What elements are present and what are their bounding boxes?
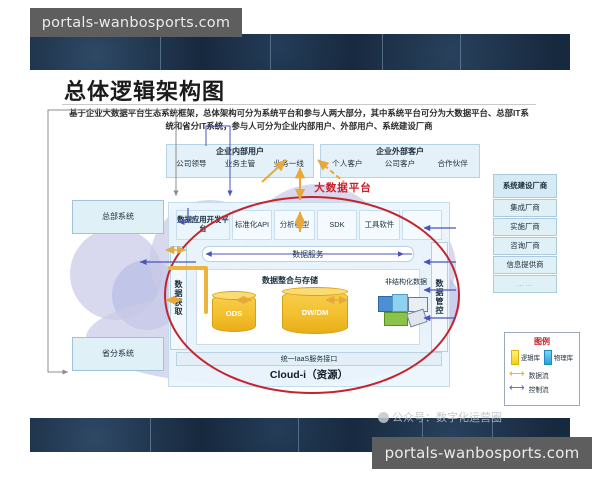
- footer-banner-image: [30, 418, 570, 452]
- appcell-standard-api[interactable]: 标准化API: [231, 210, 273, 240]
- vendor-item-more[interactable]: ……: [493, 275, 557, 293]
- appcell-tool-software[interactable]: 工具软件: [359, 210, 400, 240]
- cylinder-dw-dm-label: DW/DM: [282, 290, 348, 334]
- cylinder-dw-dm-top: [282, 287, 348, 296]
- bar-data-acquisition[interactable]: 数据获取: [170, 246, 187, 350]
- external-member[interactable]: 个人客户: [332, 159, 363, 168]
- legend-row-control-flow: ⟷ 控制流: [509, 383, 575, 394]
- faint-watermark-text: 公众号：数字化运营圈: [392, 412, 502, 424]
- legend-label: 物理库: [553, 355, 574, 362]
- cylinder-dw-dm[interactable]: DW/DM: [282, 287, 348, 334]
- appcell-analysis-model[interactable]: 分析模型: [274, 210, 315, 240]
- external-member[interactable]: 合作伙伴: [437, 159, 468, 168]
- page-description: 基于企业大数据平台生态系统框架，总体架构可分为系统平台和参与人两大部分，其中系统…: [69, 108, 529, 132]
- media-icon: [384, 312, 408, 326]
- group-internal-members: 公司领导 业务主管 业务一线: [167, 157, 313, 168]
- box-province-system[interactable]: 省分系统: [72, 337, 164, 371]
- vendor-item-implementation[interactable]: 实施厂商: [493, 218, 557, 236]
- appcell-sdk[interactable]: SDK: [316, 210, 358, 240]
- legend-label: 逻辑库: [520, 355, 541, 362]
- external-member[interactable]: 公司客户: [384, 159, 416, 168]
- unstructured-data-icon: [374, 292, 436, 332]
- group-external-customers[interactable]: 企业外部客户 个人客户 公司客户 合作伙伴: [320, 144, 480, 178]
- legend-swatch-logical-db: 逻辑库: [510, 350, 541, 365]
- appcell-data-app-dev-platform[interactable]: 数据应用开发平台: [176, 210, 230, 240]
- vendor-item-consulting[interactable]: 咨询厂商: [493, 237, 557, 255]
- legend-swatch-physical-db: 物理库: [543, 350, 574, 365]
- document-icon: [392, 294, 408, 312]
- bar-data-governance[interactable]: 数据管控: [431, 242, 448, 352]
- logical-db-color-chip: [510, 350, 519, 365]
- control-flow-arrow-icon: ⟷: [509, 382, 525, 394]
- internal-member[interactable]: 业务一线: [273, 159, 304, 168]
- label-cloud-i-resources: Cloud-i（资源）: [269, 369, 349, 381]
- header-banner-image: [30, 34, 570, 70]
- legend-row-data-flow: ⟷ 数据流: [509, 369, 575, 380]
- faint-watermark: 公众号：数字化运营圈: [378, 408, 568, 426]
- big-data-platform-label: 大数据平台: [314, 182, 372, 194]
- group-external-title: 企业外部客户: [376, 147, 424, 156]
- app-development-row: 数据应用开发平台 标准化API 分析模型 SDK 工具软件 ……: [176, 210, 442, 240]
- legend-swatches: 逻辑库 物理库: [509, 350, 575, 365]
- vendor-column-title: 系统建设厂商: [493, 174, 557, 198]
- legend-label: 控制流: [528, 386, 549, 394]
- legend-box: 图例 逻辑库 物理库 ⟷ 数据流 ⟷ 控制流: [504, 332, 580, 406]
- group-internal-users[interactable]: 企业内部用户 公司领导 业务主管 业务一线: [166, 144, 314, 178]
- group-internal-title: 企业内部用户: [216, 147, 264, 156]
- group-external-members: 个人客户 公司客户 合作伙伴: [321, 157, 479, 168]
- label-unstructured-data: 非结构化数据: [385, 279, 427, 286]
- legend-title: 图例: [534, 337, 550, 346]
- box-headquarters-system[interactable]: 总部系统: [72, 200, 164, 234]
- watermark-url-top: portals-wanbosports.com: [30, 8, 242, 37]
- legend-label: 数据流: [528, 372, 549, 380]
- cylinder-ods[interactable]: ODS: [212, 291, 256, 332]
- title-divider: [62, 104, 536, 105]
- bar-data-service[interactable]: 数据服务: [202, 246, 414, 262]
- vendor-item-info-provider[interactable]: 信息提供商: [493, 256, 557, 274]
- cylinder-ods-top: [212, 291, 256, 300]
- data-flow-arrow-icon: ⟷: [509, 368, 525, 380]
- label-data-integration-storage: 数据整合与存储: [262, 276, 318, 285]
- slide-canvas: 总体逻辑架构图 基于企业大数据平台生态系统框架，总体架构可分为系统平台和参与人两…: [30, 70, 580, 418]
- watermark-url-bottom: portals-wanbosports.com: [372, 437, 592, 469]
- page-title: 总体逻辑架构图: [64, 79, 226, 104]
- wechat-icon: [378, 411, 389, 423]
- appcell-more[interactable]: ……: [401, 210, 442, 240]
- bar-unified-iaas-interface[interactable]: 统一IaaS服务接口: [176, 352, 442, 366]
- vendor-column: 系统建设厂商 集成厂商 实施厂商 咨询厂商 信息提供商 ……: [493, 174, 557, 294]
- internal-member[interactable]: 业务主管: [224, 159, 256, 168]
- internal-member[interactable]: 公司领导: [176, 159, 207, 168]
- physical-db-color-chip: [543, 350, 552, 365]
- vendor-item-integration[interactable]: 集成厂商: [493, 199, 557, 217]
